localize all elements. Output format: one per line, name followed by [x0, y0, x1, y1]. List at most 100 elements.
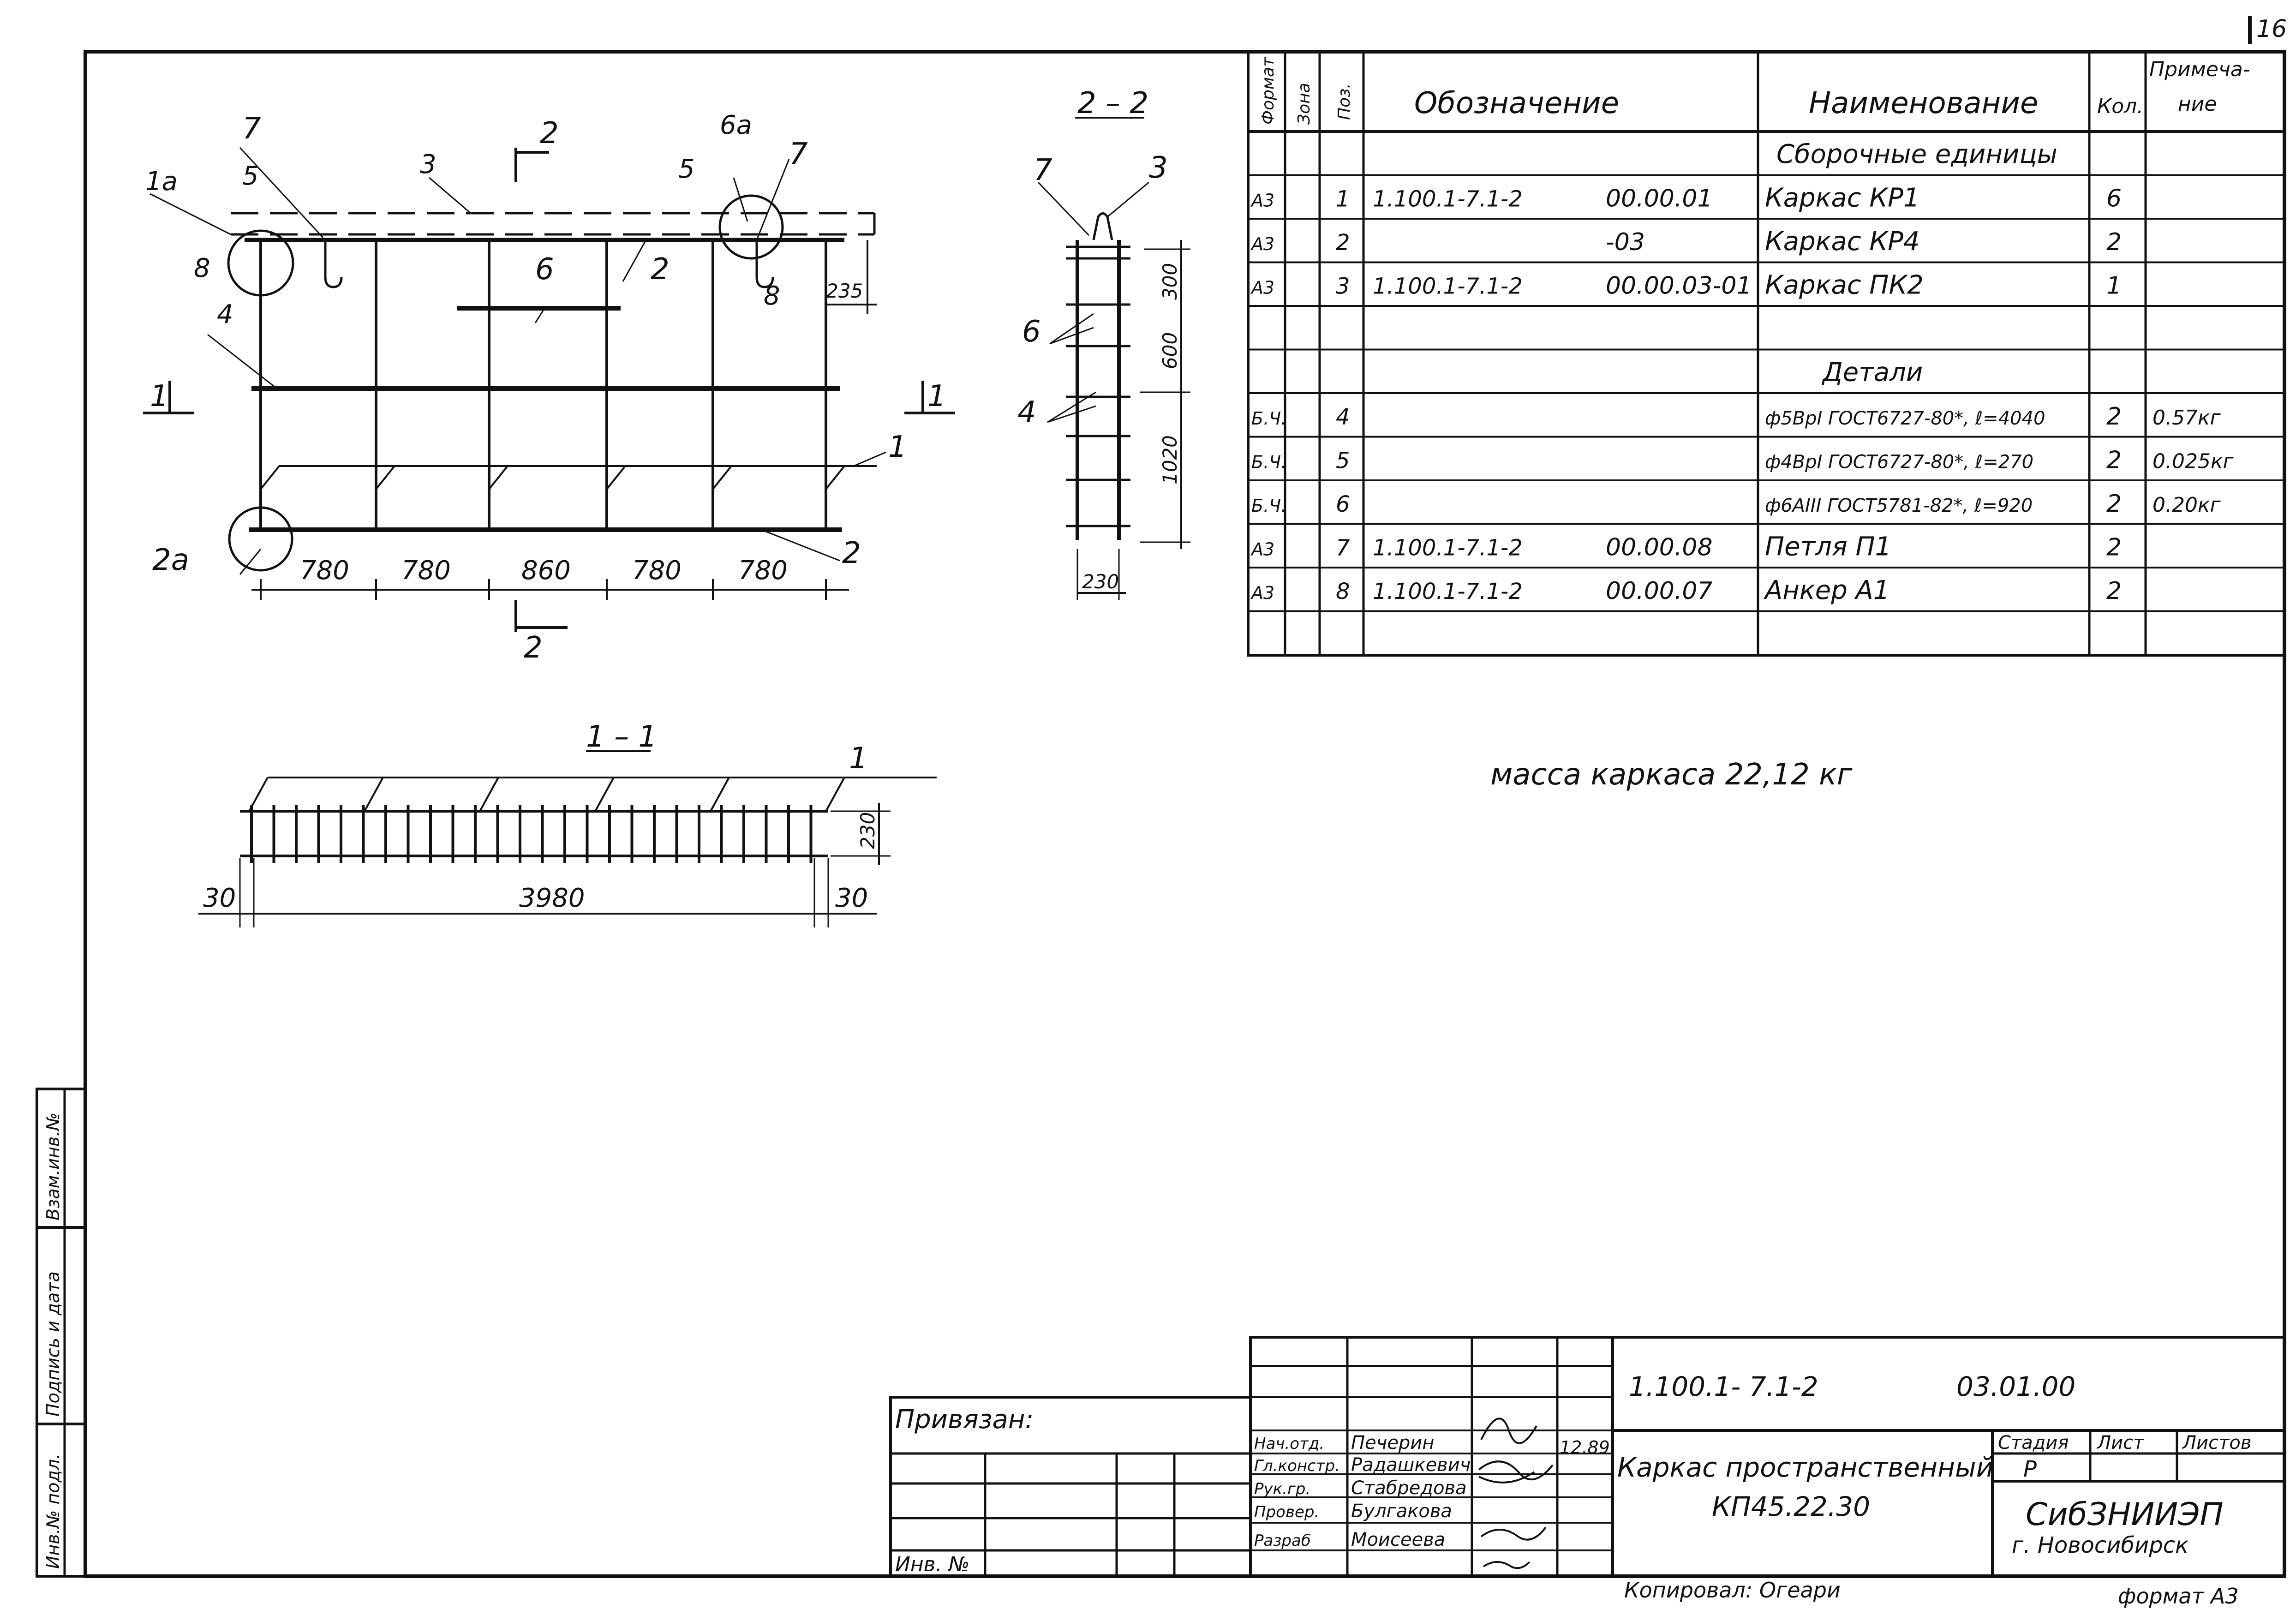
callout-4: 4: [217, 299, 233, 329]
tb-stage-label: Стадия: [1998, 1432, 2069, 1454]
bom-pos: 4: [1336, 404, 1350, 430]
bom-pos: 8: [1336, 579, 1350, 604]
callout-7-right: 7: [789, 137, 808, 171]
bom-note: 0.20кг: [2152, 493, 2221, 517]
dim-860: 860: [521, 556, 571, 586]
bom-name: Сборочные единицы: [1776, 139, 2057, 169]
section-1-1-labels: 1 – 1 1 230 30 3980 30: [203, 720, 879, 913]
title-block: [889, 1336, 2286, 1578]
bom-note: 0.025кг: [2152, 450, 2234, 473]
bom-header-pos: Поз.: [1335, 83, 1354, 120]
tb-role: Гл.констр.: [1254, 1457, 1340, 1475]
callout-5-right: 5: [678, 154, 695, 184]
dim-780-3: 780: [632, 556, 682, 586]
bom-name: Петля П1: [1765, 532, 1891, 562]
callout-cut-2-top: 2: [540, 116, 559, 150]
bom-header-format: Формат: [1259, 57, 1278, 125]
bom-name: Каркас КР4: [1765, 227, 1920, 257]
tb-inv-no: Инв. №: [895, 1553, 969, 1576]
stamp-inv-orig: Инв.№ подл.: [43, 1454, 63, 1569]
bom-designation-suffix: 00.00.07: [1606, 577, 1713, 605]
plan-labels: 1а 7 5 3 2 6а 5 7 8 4 6 2 8 235 1 1 1 2а…: [145, 110, 946, 665]
bom-format: Б.Ч.: [1251, 496, 1286, 516]
s22-callout-4: 4: [1017, 395, 1036, 430]
bom-name: Анкер А1: [1764, 575, 1889, 605]
s11-dim-230: 230: [856, 812, 879, 849]
callout-2a: 2а: [152, 543, 189, 577]
tb-sheet-label: Лист: [2096, 1432, 2145, 1454]
bom-header-qty: Кол.: [2097, 95, 2143, 118]
stamp-sign-date: Подпись и дата: [43, 1271, 63, 1417]
bom-pos: 1: [1336, 186, 1350, 212]
bom-header: Формат Зона Поз. Обозначение Наименовани…: [1259, 57, 2250, 125]
s22-callout-7: 7: [1034, 153, 1052, 187]
bom-format: Б.Ч.: [1251, 408, 1286, 429]
section-2-2-title: 2 – 2: [1077, 86, 1148, 120]
bom-qty: 2: [2106, 403, 2122, 431]
bom-qty: 1: [2106, 272, 2122, 300]
cut-1-right-label: 1: [927, 379, 946, 413]
tb-privyazan: Привязан:: [895, 1405, 1034, 1435]
tb-title-line1: Каркас пространственный: [1617, 1452, 1993, 1483]
dim-780-4: 780: [738, 556, 788, 586]
sheet-frame: [84, 50, 2286, 1578]
tb-person: Печерин: [1351, 1432, 1434, 1454]
bom-name: ф6АIII ГОСТ5781-82*, ℓ=920: [1765, 495, 2033, 516]
bom-name: ф4ВрI ГОСТ6727-80*, ℓ=270: [1765, 452, 2033, 473]
s22-dim-300: 300: [1159, 263, 1181, 300]
bom-name: ф5ВрI ГОСТ6727-80*, ℓ=4040: [1765, 408, 2045, 429]
s11-dim-30-left: 30: [203, 883, 236, 913]
bom-designation: 1.100.1-7.1-2: [1373, 274, 1523, 299]
s22-callout-3: 3: [1149, 151, 1168, 185]
bom-header-designation: Обозначение: [1414, 86, 1619, 120]
side-stamp: Инв.№ подл. Подпись и дата Взам.инв.№: [36, 1088, 87, 1578]
tb-role: Разраб: [1254, 1531, 1311, 1550]
bom-designation-suffix: 00.00.03-01: [1606, 272, 1752, 300]
tb-stage-value: Р: [2023, 1456, 2037, 1482]
bom-header-note-1: Примеча-: [2149, 58, 2250, 81]
cut-1-left-label: 1: [150, 379, 169, 413]
tb-role: Нач.отд.: [1254, 1435, 1324, 1453]
s22-dim-1020: 1020: [1159, 435, 1181, 484]
tb-role: Провер.: [1254, 1503, 1319, 1521]
bom-format: Б.Ч.: [1251, 452, 1286, 473]
section-1-1-title: 1 – 1: [586, 720, 657, 754]
tb-org-line1: СибЗНИИЭП: [2026, 1496, 2224, 1533]
bom-designation: 1.100.1-7.1-2: [1373, 579, 1523, 604]
bom-pos: 6: [1336, 491, 1350, 517]
bom-qty: 2: [2106, 490, 2122, 518]
tb-person: Радашкевич: [1351, 1454, 1471, 1476]
bom-table: [1247, 50, 2286, 657]
s11-dim-30-right: 30: [835, 883, 868, 913]
tb-sheets-label: Листов: [2182, 1432, 2251, 1454]
bom-qty: 6: [2106, 185, 2122, 213]
bom-pos: 7: [1336, 535, 1350, 561]
callout-8-right: 8: [764, 281, 780, 311]
s22-dim-600: 600: [1159, 332, 1181, 369]
bom-designation-suffix: 00.00.08: [1606, 534, 1713, 562]
tb-role: Рук.гр.: [1254, 1480, 1310, 1498]
bom-designation: 1.100.1-7.1-2: [1373, 186, 1523, 212]
callout-5-left: 5: [242, 161, 259, 191]
callout-3: 3: [420, 150, 436, 179]
tb-code: 1.100.1- 7.1-2: [1629, 1371, 1818, 1402]
tb-date: 12.89: [1560, 1437, 1610, 1458]
section-2-2: [1037, 117, 1190, 600]
dim-780-2: 780: [401, 556, 451, 586]
bom-designation-suffix: -03: [1606, 228, 1645, 256]
callout-2-bottom: 2: [842, 536, 861, 570]
tb-code-suffix: 03.01.00: [1956, 1371, 2075, 1402]
callout-8-left: 8: [194, 253, 210, 283]
bom-format: А3: [1250, 191, 1274, 211]
page-number: 16: [2256, 15, 2287, 43]
bom-format: А3: [1250, 539, 1274, 560]
callout-1a: 1а: [145, 167, 178, 197]
section-1-1: [198, 750, 937, 927]
tb-copied-by: Копировал: Огеари: [1624, 1578, 1841, 1603]
bom-qty: 2: [2106, 577, 2122, 605]
cut-2-bottom-label: 2: [524, 631, 543, 665]
bom-pos: 5: [1336, 448, 1350, 474]
plan-view: [143, 147, 955, 632]
callout-6a: 6а: [720, 110, 752, 140]
bom-pos: 3: [1336, 274, 1350, 299]
